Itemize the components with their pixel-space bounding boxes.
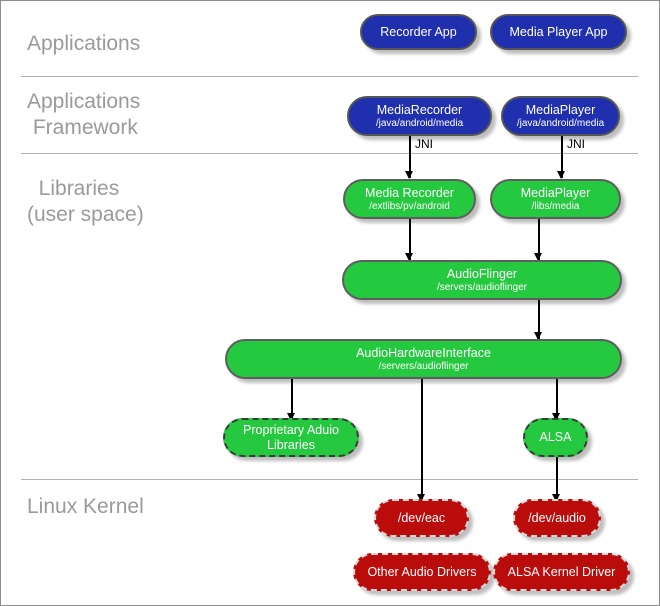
node-proprietary-audio-libraries[interactable]: Proprietary Aduio Libraries [223,418,359,457]
section-label-linux-kernel: Linux Kernel [27,495,144,518]
connector-media-recorder-to-audioflinger [409,219,411,261]
divider-applications [21,76,638,77]
arrowhead-media-recorder-jni [405,171,413,179]
divider-applications-framework [21,153,638,154]
connector-ahi-to-alsa [556,379,558,420]
node-media-player-library-title: MediaPlayer [520,185,591,200]
node-dev-eac[interactable]: /dev/eac [374,499,469,537]
node-audio-flinger[interactable]: AudioFlinger /servers/audioflinger [342,260,622,300]
node-media-recorder-framework-subtitle: /java/android/media [375,117,464,129]
node-media-recorder-library[interactable]: Media Recorder /extlibs/pv/android [343,179,476,219]
node-media-recorder-library-title: Media Recorder [365,185,454,200]
edge-label-jni-right: JNI [567,137,585,151]
arrowhead-ahi-to-alsa [552,413,560,421]
arrowhead-media-recorder-to-audioflinger [405,253,413,261]
connector-alsa-to-dev-audio [556,457,558,501]
node-alsa-kernel-driver[interactable]: ALSA Kernel Driver [493,553,630,591]
node-media-player-library[interactable]: MediaPlayer /libs/media [490,179,621,219]
arrowhead-audioflinger-to-audiohardwareinterface [534,332,542,340]
node-recorder-app[interactable]: Recorder App [360,14,477,50]
connector-audioflinger-to-audiohardwareinterface [538,300,540,340]
node-recorder-app-title: Recorder App [380,24,457,39]
section-label-applications-framework: Applications Framework [27,90,141,139]
connector-ahi-to-proprietary-libs [291,379,293,420]
connector-ahi-to-dev-eac [421,379,423,501]
node-alsa-kernel-driver-title: ALSA Kernel Driver [507,564,616,579]
node-audio-flinger-subtitle: /servers/audioflinger [436,281,528,293]
node-media-player-framework[interactable]: MediaPlayer /java/android/media [501,96,620,136]
node-audio-hardware-interface-subtitle: /servers/audioflinger [378,360,469,372]
section-label-applications: Applications [27,32,141,55]
node-media-recorder-framework-title: MediaRecorder [376,102,463,117]
node-media-player-app[interactable]: Media Player App [490,14,627,50]
node-media-player-framework-subtitle: /java/android/media [516,117,605,129]
node-dev-audio[interactable]: /dev/audio [513,499,601,537]
node-audio-hardware-interface[interactable]: AudioHardwareInterface /servers/audiofli… [225,339,622,379]
node-media-recorder-library-subtitle: /extlibs/pv/android [369,200,450,212]
node-media-player-app-title: Media Player App [509,24,608,39]
node-alsa-title: ALSA [539,430,572,444]
node-media-recorder-framework[interactable]: MediaRecorder /java/android/media [347,96,492,136]
node-media-player-library-subtitle: /libs/media [531,200,580,212]
arrowhead-ahi-to-dev-eac [417,494,425,502]
node-dev-eac-title: /dev/eac [397,510,446,525]
arrowhead-alsa-to-dev-audio [552,494,560,502]
node-audio-hardware-interface-title: AudioHardwareInterface [356,345,491,360]
divider-libraries [21,479,638,480]
node-other-audio-drivers[interactable]: Other Audio Drivers [353,553,491,591]
connector-media-player-jni [561,136,563,178]
edge-label-jni-left: JNI [415,137,433,151]
arrowhead-media-player-to-audioflinger [534,253,542,261]
arrowhead-ahi-to-proprietary-libs [287,413,295,421]
node-other-audio-drivers-title: Other Audio Drivers [367,564,477,579]
connector-media-player-to-audioflinger [538,219,540,261]
node-media-player-framework-title: MediaPlayer [525,102,596,117]
node-alsa[interactable]: ALSA [523,418,588,457]
node-proprietary-audio-libraries-title: Proprietary Aduio Libraries [243,422,339,452]
section-label-libraries: Libraries (user space) [27,177,144,226]
node-audio-flinger-title: AudioFlinger [446,266,518,281]
arrowhead-media-player-jni [557,171,565,179]
node-dev-audio-title: /dev/audio [528,510,586,525]
connector-media-recorder-jni [409,136,411,178]
